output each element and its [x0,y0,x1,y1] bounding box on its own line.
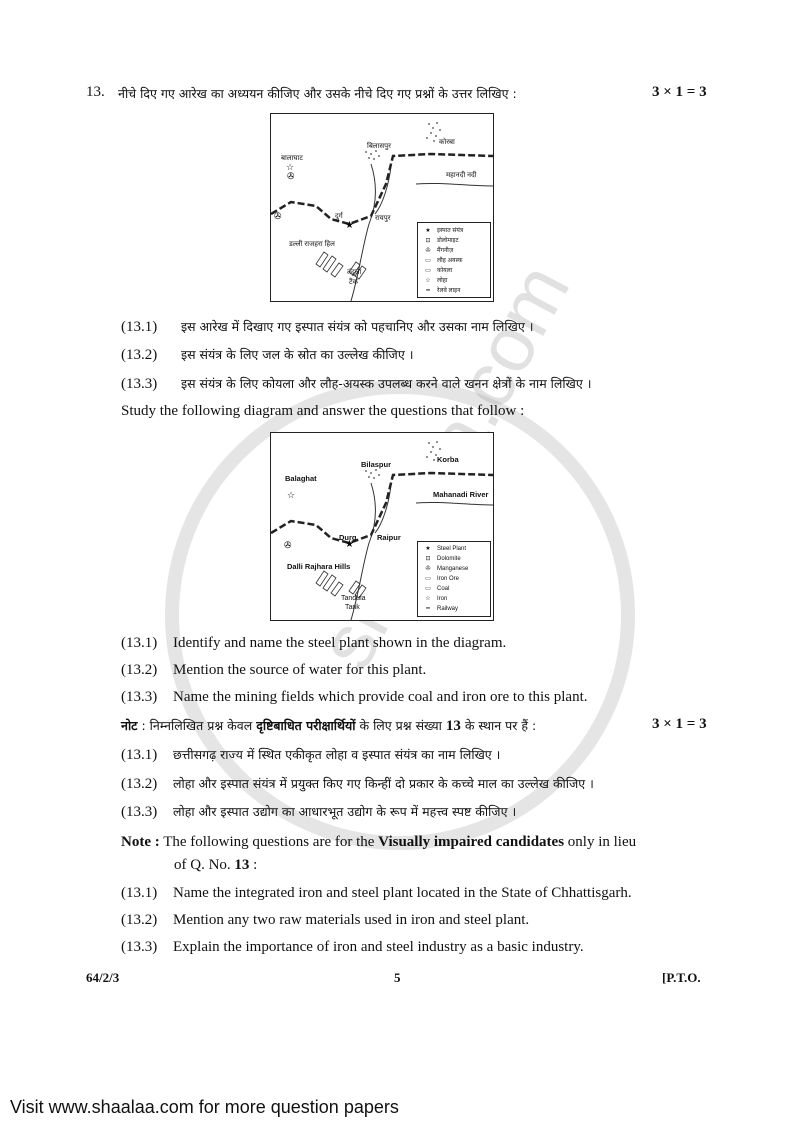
label-durg: Durg [339,533,357,542]
label-raipur: रायपुर [375,215,391,222]
label-tandula: Tandula [341,595,366,602]
hindi-vi-question: (13.3)लोहा और इस्पात उद्योग का आधारभूत उ… [121,804,517,820]
svg-text:☆: ☆ [286,163,294,173]
svg-text:✇: ✇ [274,212,282,222]
english-note: Note : The following questions are for t… [121,834,637,850]
legend-row: ★इस्पात संयंत्र [425,228,464,234]
english-note-line2: of Q. No. 13 : [174,857,258,873]
label-durg: दुर्ग [335,213,343,220]
legend-row: ☆Iron [425,596,448,602]
hindi-question: (13.3)इस संयंत्र के लिए कोयला और लौह-अयस… [121,376,592,392]
legend-row: ▭Iron Ore [425,576,460,582]
svg-text:✇: ✇ [287,172,295,182]
hindi-note: नोट : निम्नलिखित प्रश्न केवल दृष्टिबाधित… [121,718,537,734]
hindi-question: (13.1)इस आरेख में दिखाए गए इस्पात संयंत्… [121,319,534,335]
paper-code: 64/2/3 [86,970,120,985]
legend-row: ✇Manganese [425,566,469,572]
label-tank: टैंक [349,279,358,286]
english-instruction: Study the following diagram and answer t… [121,403,525,419]
hindi-note-marks: 3 × 1 = 3 [652,716,707,732]
legend-row: ▭Coal [425,586,450,592]
legend-row: ▭कोयला [425,268,453,274]
label-mahanadi: महानदी नदी [446,172,477,179]
legend-row: ✇मैंगनीज़ [425,248,454,254]
legend-row: ━Railway [426,606,459,612]
hindi-vi-question: (13.2)लोहा और इस्पात संयंत्र में प्रयुक्… [121,776,594,792]
label-dalli: डल्ली राजहरा हिल [289,241,335,248]
svg-text:★: ★ [345,539,354,550]
label-balaghat: Balaghat [285,474,317,483]
label-bilaspur: बिलासपुर [367,143,391,150]
legend-row: ⊡डोलोमाइट [425,238,459,244]
marks: 3 × 1 = 3 [652,84,707,100]
english-vi-question: (13.3)Explain the importance of iron and… [121,939,584,955]
label-raipur: Raipur [377,533,401,542]
english-question: (13.1)Identify and name the steel plant … [121,635,507,651]
hindi-instruction: नीचे दिए गए आरेख का अध्ययन कीजिए और उसके… [118,86,517,101]
english-question: (13.2)Mention the source of water for th… [121,662,427,678]
hindi-question: (13.2)इस संयंत्र के लिए जल के स्रोत का उ… [121,347,414,363]
question-number: 13. [86,84,105,100]
label-tandula: तंदुला [347,269,362,276]
legend-row: ━रेलवे लाइन [426,288,461,294]
label-mahanadi: Mahanadi River [433,490,489,499]
pto-label: [P.T.O. [662,970,701,985]
legend-hindi: ★इस्पात संयंत्र ⊡डोलोमाइट ✇मैंगनीज़ ▭लौह… [417,222,491,298]
svg-text:☆: ☆ [287,491,295,501]
label-bilaspur: Bilaspur [361,460,392,469]
svg-text:✇: ✇ [284,541,292,551]
map-english: ☆ ✇ ★ Balaghat Bilaspur Korba Mahanadi R… [270,432,494,621]
svg-text:★: ★ [345,220,354,231]
legend-row: ☆लोहा [425,278,448,284]
page-number: 5 [394,970,401,985]
map-english-drawing: ☆ ✇ ★ [271,441,493,620]
legend-row: ⊡Dolomite [425,556,461,562]
bottom-banner: Visit www.shaalaa.com for more question … [10,1097,399,1117]
label-korba: Korba [437,455,459,464]
legend-english: ★Steel Plant ⊡Dolomite ✇Manganese ▭Iron … [417,541,491,617]
label-dalli: Dalli Rajhara Hills [287,562,351,571]
english-question: (13.3)Name the mining fields which provi… [121,689,588,705]
label-balaghat: बालाघाट [281,155,303,162]
english-vi-question: (13.2)Mention any two raw materials used… [121,912,530,928]
hindi-vi-question: (13.1)छत्तीसगढ़ राज्य में स्थित एकीकृत ल… [121,747,501,763]
map-hindi: ✇ ✇ ☆ ★ बालाघाट बिलासपुर कोरबा महानदी नद… [270,113,494,302]
label-tank: Tank [345,604,360,611]
legend-row: ★Steel Plant [425,546,467,552]
english-vi-question: (13.1)Name the integrated iron and steel… [121,885,632,901]
legend-row: ▭लौह अयस्क [425,258,463,264]
label-korba: कोरबा [439,139,455,146]
map-hindi-drawing: ✇ ✇ ☆ ★ [271,122,493,301]
